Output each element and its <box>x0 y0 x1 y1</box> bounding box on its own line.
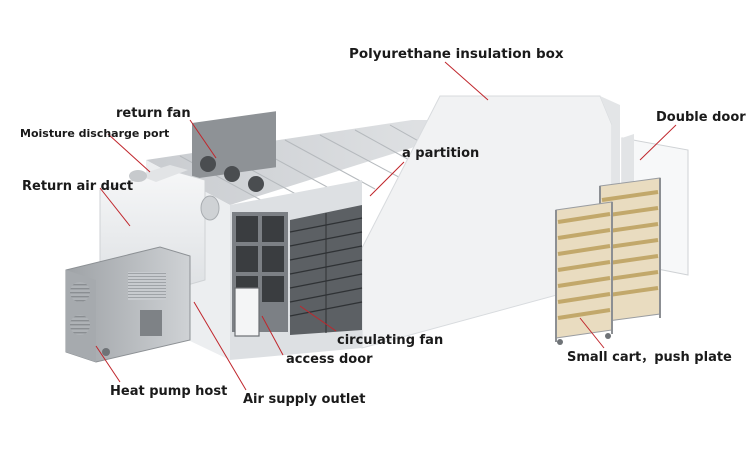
label-circulating-fan: circulating fan <box>337 333 444 348</box>
leader-small-cart <box>579 317 605 349</box>
small-carts <box>555 177 661 345</box>
leader-insulation-box <box>444 61 489 101</box>
cart-front <box>555 201 613 345</box>
leader-heat-pump <box>95 345 121 383</box>
leader-circulating-fan <box>299 305 337 332</box>
return-fans <box>192 111 276 192</box>
leader-moisture-port <box>107 133 151 173</box>
leader-double-door <box>639 124 677 161</box>
inner-racks <box>289 205 363 335</box>
label-partition: a partition <box>402 146 480 161</box>
leader-return-air-duct <box>99 187 131 227</box>
label-insulation-box: Polyurethane insulation box <box>349 46 564 62</box>
label-double-door: Double door <box>656 110 746 125</box>
label-return-air-duct: Return air duct <box>22 179 134 194</box>
heat-pump-host <box>65 246 191 363</box>
label-heat-pump-host: Heat pump host <box>110 384 228 399</box>
leader-lines <box>95 61 677 391</box>
leader-air-supply <box>193 301 247 391</box>
leader-return-fan <box>189 119 217 159</box>
leader-access-door <box>261 315 284 356</box>
label-return-fan: return fan <box>116 106 191 121</box>
cart-back <box>599 177 661 326</box>
label-air-supply-outlet: Air supply outlet <box>243 392 366 407</box>
box-ceiling <box>146 120 500 205</box>
leader-partition <box>369 161 405 197</box>
label-small-cart: Small cart，push plate <box>567 350 732 365</box>
access-door <box>234 287 260 337</box>
label-moisture-port: Moisture discharge port <box>20 127 170 140</box>
label-access-door: access door <box>286 352 373 367</box>
